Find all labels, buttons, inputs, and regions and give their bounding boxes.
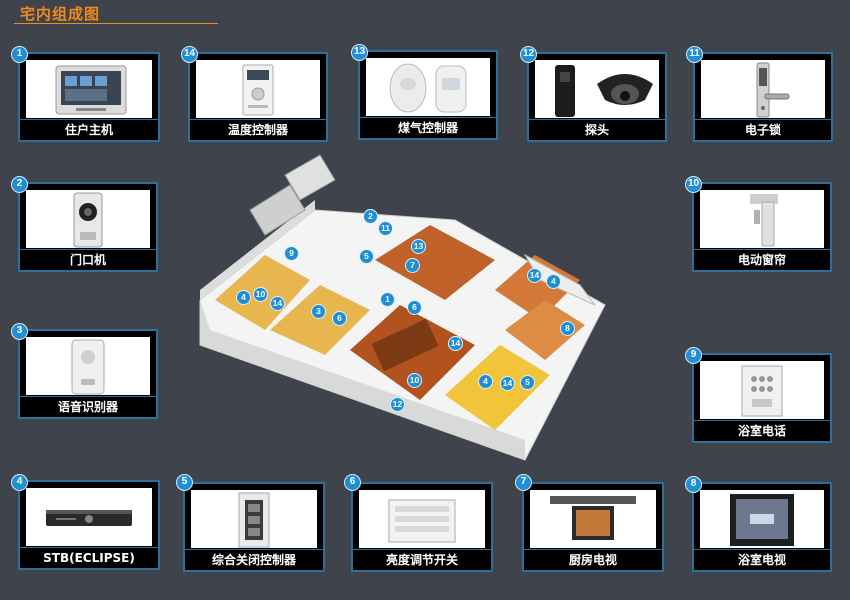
dimmer-switch-icon xyxy=(359,490,485,548)
floor-marker: 10 xyxy=(407,373,422,388)
floor-plan-3d: 2 11 9 13 5 7 4 10 14 1 6 3 6 14 4 14 8 … xyxy=(195,140,615,474)
master-switch-icon xyxy=(191,490,317,548)
floor-marker: 8 xyxy=(560,321,575,336)
device-label: STB(ECLIPSE) xyxy=(20,547,158,568)
device-number-badge: 8 xyxy=(685,476,702,493)
floor-marker: 4 xyxy=(236,290,251,305)
title-underline xyxy=(14,23,218,24)
floor-marker: 14 xyxy=(270,296,285,311)
device-card-sensor[interactable]: 探头 xyxy=(527,52,667,142)
device-label: 探头 xyxy=(529,119,665,140)
device-card-master-switch[interactable]: 综合关闭控制器 xyxy=(183,482,325,572)
device-label: 电子锁 xyxy=(695,119,831,140)
device-label: 煤气控制器 xyxy=(360,117,496,138)
floor-marker: 1 xyxy=(380,292,395,307)
device-label: 浴室电话 xyxy=(694,420,830,441)
floor-marker: 13 xyxy=(411,239,426,254)
device-number-badge: 4 xyxy=(11,474,28,491)
device-number-badge: 13 xyxy=(351,44,368,61)
bath-phone-icon xyxy=(700,361,824,419)
device-number-badge: 10 xyxy=(685,176,702,193)
door-station-icon xyxy=(26,190,150,248)
device-number-badge: 14 xyxy=(181,46,198,63)
device-number-badge: 11 xyxy=(686,46,703,63)
device-number-badge: 7 xyxy=(515,474,532,491)
device-label: 浴室电视 xyxy=(694,549,830,570)
device-card-kitchen-tv[interactable]: 厨房电视 xyxy=(522,482,664,572)
device-card-voice-recognizer[interactable]: 语音识别器 xyxy=(18,329,158,419)
device-label: 温度控制器 xyxy=(190,119,326,140)
floor-marker: 7 xyxy=(405,258,420,273)
home-terminal-icon xyxy=(26,60,152,118)
floor-marker: 11 xyxy=(378,221,393,236)
floor-marker: 4 xyxy=(478,374,493,389)
device-label: 亮度调节开关 xyxy=(353,549,491,570)
device-card-gas-controller[interactable]: 煤气控制器 xyxy=(358,50,498,140)
page-title: 宅内组成图 xyxy=(20,5,101,23)
device-number-badge: 6 xyxy=(344,474,361,491)
curtain-motor-icon xyxy=(700,190,824,248)
set-top-box-icon xyxy=(26,488,152,546)
device-card-curtain[interactable]: 电动窗帘 xyxy=(692,182,832,272)
floor-marker: 14 xyxy=(527,268,542,283)
device-card-door-lock[interactable]: 电子锁 xyxy=(693,52,833,142)
device-card-dimmer[interactable]: 亮度调节开关 xyxy=(351,482,493,572)
floor-marker: 5 xyxy=(359,249,374,264)
door-lock-icon xyxy=(701,60,825,118)
floor-marker: 4 xyxy=(546,274,561,289)
floor-marker: 5 xyxy=(520,375,535,390)
device-label: 语音识别器 xyxy=(20,396,156,417)
bath-tv-icon xyxy=(700,490,824,548)
floor-marker: 6 xyxy=(407,300,422,315)
voice-recognizer-icon xyxy=(26,337,150,395)
device-label: 住户主机 xyxy=(20,119,158,140)
kitchen-tv-icon xyxy=(530,490,656,548)
sensor-camera-icon xyxy=(535,60,659,118)
floor-marker: 14 xyxy=(500,376,515,391)
device-card-home-terminal[interactable]: 住户主机 xyxy=(18,52,160,142)
floor-marker: 6 xyxy=(332,311,347,326)
floor-marker: 2 xyxy=(363,209,378,224)
floor-marker: 3 xyxy=(311,304,326,319)
device-card-set-top-box[interactable]: STB(ECLIPSE) xyxy=(18,480,160,570)
device-label: 综合关闭控制器 xyxy=(185,549,323,570)
floor-marker: 10 xyxy=(253,287,268,302)
device-number-badge: 12 xyxy=(520,46,537,63)
device-label: 电动窗帘 xyxy=(694,249,830,270)
thermostat-icon xyxy=(196,60,320,118)
device-number-badge: 5 xyxy=(176,474,193,491)
device-number-badge: 2 xyxy=(11,176,28,193)
device-number-badge: 9 xyxy=(685,347,702,364)
device-card-bath-tv[interactable]: 浴室电视 xyxy=(692,482,832,572)
device-label: 厨房电视 xyxy=(524,549,662,570)
floor-marker: 9 xyxy=(284,246,299,261)
device-number-badge: 1 xyxy=(11,46,28,63)
device-card-thermostat[interactable]: 温度控制器 xyxy=(188,52,328,142)
device-card-door-station[interactable]: 门口机 xyxy=(18,182,158,272)
device-label: 门口机 xyxy=(20,249,156,270)
device-number-badge: 3 xyxy=(11,323,28,340)
floor-marker: 12 xyxy=(390,397,405,412)
gas-controller-icon xyxy=(366,58,490,116)
floor-marker: 14 xyxy=(448,336,463,351)
device-card-bath-phone[interactable]: 浴室电话 xyxy=(692,353,832,443)
